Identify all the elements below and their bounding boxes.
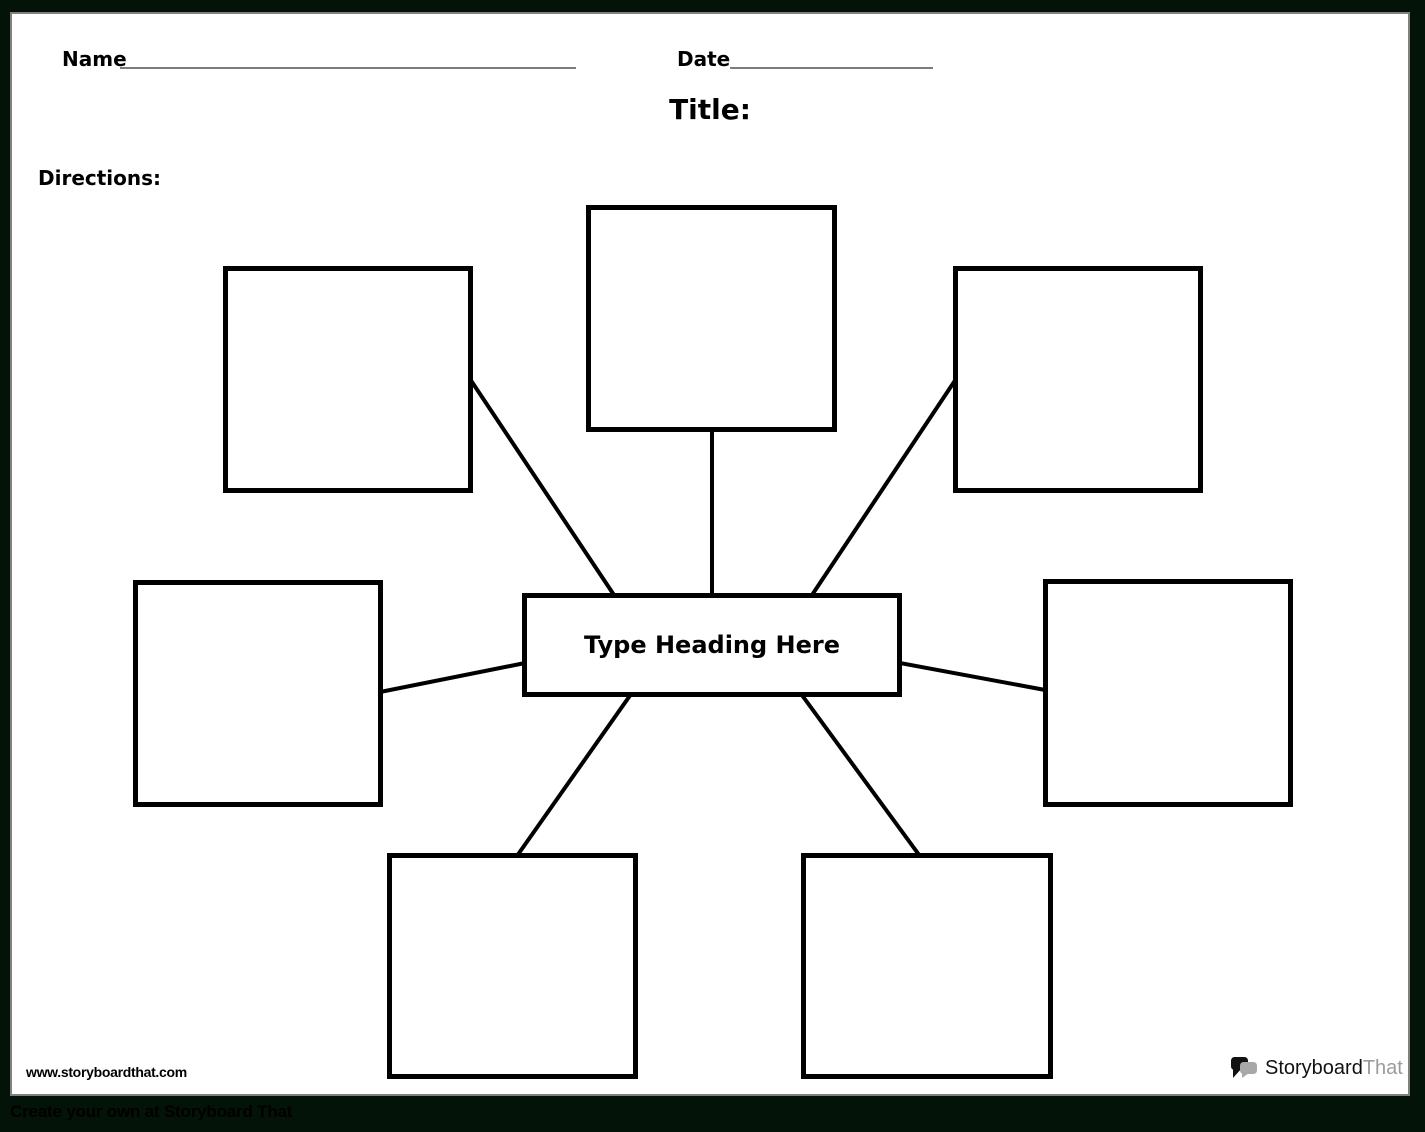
- logo-text-storyboard: Storyboard: [1265, 1056, 1363, 1079]
- spider-box-bottom-right[interactable]: [801, 853, 1053, 1079]
- connector-middle-left: [369, 659, 536, 696]
- connector-top-left: [458, 362, 624, 609]
- connector-bottom-left: [510, 685, 638, 865]
- connector-middle-right: [888, 659, 1057, 694]
- center-heading-text: Type Heading Here: [583, 631, 841, 659]
- spider-connector-lines: [369, 362, 1057, 865]
- spider-box-middle-left[interactable]: [133, 580, 383, 807]
- name-label: Name: [62, 47, 127, 71]
- spider-box-top-right[interactable]: [953, 266, 1203, 493]
- center-heading-box[interactable]: Type Heading Here: [522, 593, 902, 697]
- storyboardthat-logo: StoryboardThat: [1230, 1054, 1403, 1082]
- speech-bubbles-icon: [1231, 1057, 1257, 1078]
- name-write-line[interactable]: [120, 67, 576, 69]
- worksheet-page: Name Date Title: Directions: Type Headin…: [10, 12, 1410, 1096]
- create-your-own-text: Create your own at Storyboard That: [10, 1102, 293, 1121]
- directions-label: Directions:: [38, 166, 162, 190]
- date-write-line[interactable]: [730, 67, 933, 69]
- connector-top-right: [802, 362, 968, 609]
- spider-box-bottom-left[interactable]: [387, 853, 638, 1079]
- logo-wordmark: StoryboardThat: [1265, 1057, 1403, 1080]
- spider-box-top-center[interactable]: [586, 205, 837, 432]
- website-url: www.storyboardthat.com: [26, 1064, 187, 1080]
- title-label: Title:: [669, 93, 751, 126]
- connector-bottom-right: [794, 685, 927, 865]
- logo-text-that: That: [1362, 1056, 1403, 1079]
- spider-box-top-left[interactable]: [223, 266, 473, 493]
- date-label: Date: [677, 47, 731, 71]
- spider-box-middle-right[interactable]: [1043, 579, 1293, 807]
